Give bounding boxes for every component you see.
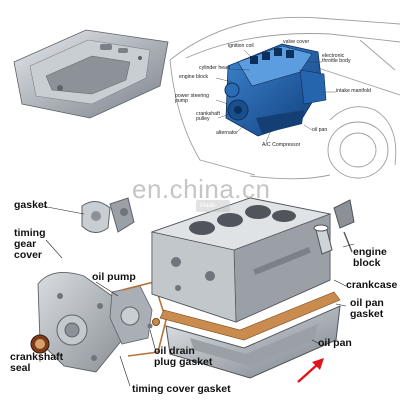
label-cylinder-head: cylinder head: [199, 65, 230, 71]
label-electronic-throttle-body: electronic throttle body: [322, 53, 351, 65]
label-ignition-coil: ignition coil: [228, 43, 254, 49]
bottom-leader-lines: [39, 205, 355, 387]
label-crankcase: crankcase: [346, 279, 398, 291]
exploded-engine-assembly: [30, 197, 355, 379]
red-arrow-indicator: [297, 358, 324, 383]
label-alternator: alternator: [216, 130, 238, 136]
oil-pan-illustration-top: [13, 29, 169, 119]
label-oil-pan-gasket: oil pan gasket: [350, 297, 384, 321]
label-oil-pan-top: oil pan: [312, 127, 328, 133]
label-intake-manifold: intake manifold: [336, 88, 371, 94]
stamp-text: Made: [200, 203, 216, 209]
label-engine-block-top: engine block: [179, 74, 209, 80]
label-ac-compressor: A/C Compressor: [262, 142, 301, 148]
label-oil-pan: oil pan: [318, 337, 352, 349]
blue-engine-illustration: [224, 43, 327, 137]
label-oil-pump: oil pump: [92, 271, 136, 283]
label-timing-gear-cover: timing gear cover: [14, 227, 46, 262]
label-engine-block: engine block: [353, 246, 387, 270]
label-crankshaft-seal: crankshaft seal: [10, 351, 64, 375]
top-leader-lines: [215, 44, 336, 143]
label-crankshaft-pulley: crankshaft pulley: [196, 111, 220, 123]
label-oil-drain-plug-gasket: oil drain plug gasket: [154, 345, 213, 369]
stamp-box: [196, 200, 230, 212]
watermark: en.china.cn: [132, 174, 271, 204]
label-timing-cover-gasket: timing cover gasket: [132, 383, 231, 395]
label-gasket: gasket: [14, 199, 48, 211]
label-power-steering-pump: power steering pump: [175, 93, 210, 105]
label-valve-cover: valve cover: [283, 39, 310, 45]
